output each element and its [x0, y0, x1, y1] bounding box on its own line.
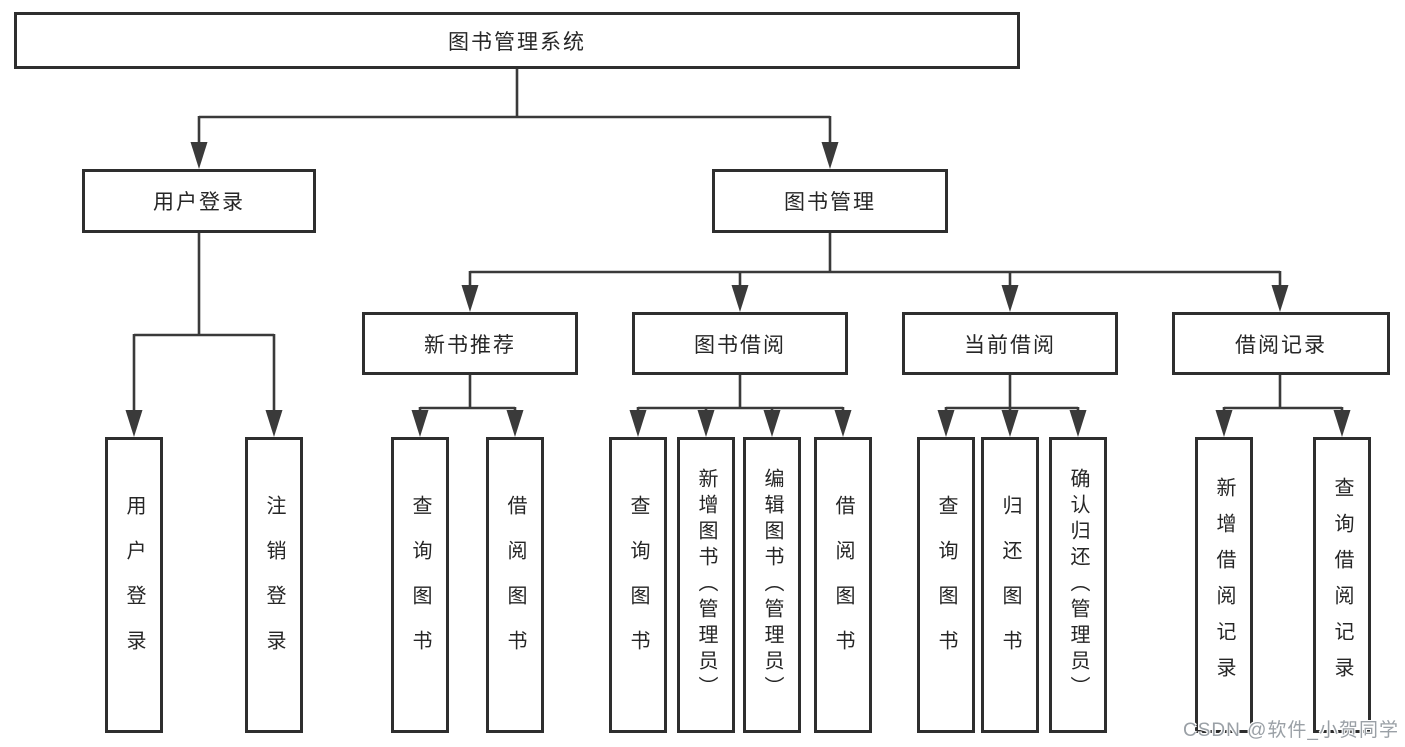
leaf-label: 确认归还（管理员） — [1067, 468, 1089, 702]
leaf-label: 查询图书 — [627, 495, 649, 675]
node-borrow-records: 借阅记录 — [1172, 312, 1390, 375]
node-book-management: 图书管理 — [712, 169, 948, 233]
watermark: CSDN @软件_小贺同学 — [1183, 720, 1399, 741]
leaf-label: 借阅图书 — [504, 495, 526, 675]
leaf-label: 借阅图书 — [832, 495, 854, 675]
leaf-label: 新增借阅记录 — [1213, 477, 1235, 693]
leaf-confirm-return-admin: 确认归还（管理员） — [1049, 437, 1107, 733]
leaf-label: 查询借阅记录 — [1331, 477, 1353, 693]
leaf-label: 新增图书（管理员） — [695, 468, 717, 702]
node-label: 图书管理 — [784, 191, 876, 214]
node-root: 图书管理系统 — [14, 12, 1020, 69]
node-label: 图书借阅 — [694, 333, 786, 357]
leaf-label: 查询图书 — [935, 495, 957, 675]
node-user-login-group: 用户登录 — [82, 169, 316, 233]
node-label: 借阅记录 — [1235, 333, 1327, 357]
leaf-query-borrow-record: 查询借阅记录 — [1313, 437, 1371, 733]
leaf-label: 归还图书 — [999, 495, 1021, 675]
node-label: 图书管理系统 — [448, 30, 586, 54]
leaf-borrow-books: 借阅图书 — [814, 437, 872, 733]
leaf-logout: 注销登录 — [245, 437, 303, 733]
leaf-label: 注销登录 — [263, 495, 285, 675]
leaf-query-books-current: 查询图书 — [917, 437, 975, 733]
leaf-query-books-recommend: 查询图书 — [391, 437, 449, 733]
leaf-label: 编辑图书（管理员） — [761, 468, 783, 702]
leaf-borrow-books-recommend: 借阅图书 — [486, 437, 544, 733]
node-label: 用户登录 — [153, 191, 245, 214]
node-current-borrow: 当前借阅 — [902, 312, 1118, 375]
leaf-user-login: 用户登录 — [105, 437, 163, 733]
leaf-return-book: 归还图书 — [981, 437, 1039, 733]
leaf-label: 查询图书 — [409, 495, 431, 675]
leaf-label: 用户登录 — [123, 495, 145, 675]
leaf-query-books-borrow: 查询图书 — [609, 437, 667, 733]
node-new-book-recommend: 新书推荐 — [362, 312, 578, 375]
node-book-borrow: 图书借阅 — [632, 312, 848, 375]
leaf-add-book-admin: 新增图书（管理员） — [677, 437, 735, 733]
node-label: 新书推荐 — [424, 333, 516, 357]
leaf-add-borrow-record: 新增借阅记录 — [1195, 437, 1253, 733]
leaf-edit-book-admin: 编辑图书（管理员） — [743, 437, 801, 733]
node-label: 当前借阅 — [964, 333, 1056, 357]
